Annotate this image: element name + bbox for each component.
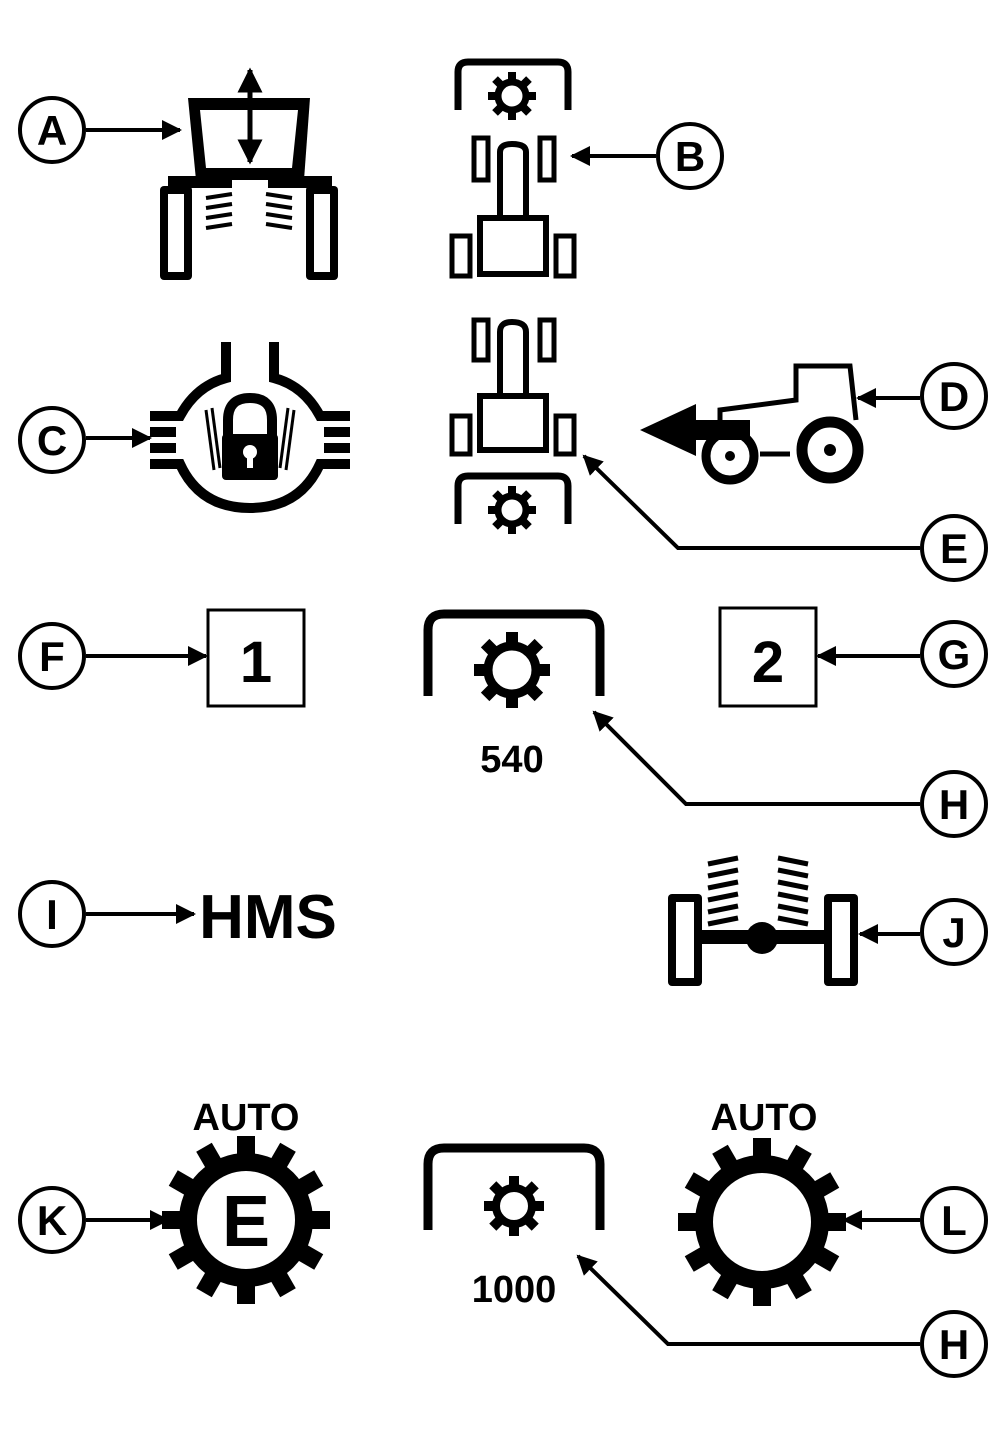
box-2-label: 2	[752, 630, 784, 695]
gear-box-2: 2	[718, 606, 818, 708]
svg-text:H: H	[939, 1321, 969, 1368]
callout-b: B	[656, 122, 724, 190]
svg-text:K: K	[37, 1197, 67, 1244]
callout-d: D	[920, 362, 988, 430]
reverse-tractor-symbol-d	[640, 363, 864, 485]
auto-l-label: AUTO	[711, 1097, 818, 1139]
auto-e-gear-k: AUTO E	[162, 1097, 330, 1304]
hms-label: HMS	[199, 883, 337, 952]
svg-text:L: L	[941, 1197, 967, 1244]
pto-1000-symbol: 1000	[423, 1143, 605, 1311]
auto-gear-l: AUTO	[678, 1097, 846, 1306]
svg-text:C: C	[37, 417, 67, 464]
box-1-label: 1	[240, 630, 272, 695]
arrow-e	[582, 454, 920, 550]
svg-text:H: H	[939, 781, 969, 828]
diff-lock-symbol-c	[150, 342, 350, 514]
svg-text:I: I	[46, 891, 58, 938]
svg-text:E: E	[940, 525, 968, 572]
rear-pto-tractor-b	[449, 58, 577, 279]
callout-a: A	[18, 96, 86, 164]
arrow-h2	[576, 1254, 920, 1346]
callout-f: F	[18, 622, 86, 690]
lift-symbol-a	[160, 67, 338, 280]
gear-box-1: 1	[206, 608, 306, 708]
callout-j: J	[920, 898, 988, 966]
pto-540-symbol: 540	[423, 609, 605, 781]
callout-g: G	[920, 620, 988, 688]
pto-540-label: 540	[480, 739, 543, 781]
front-pto-tractor-e	[449, 317, 577, 534]
callout-i: I	[18, 880, 86, 948]
auto-k-letter: E	[222, 1182, 270, 1262]
callout-c: C	[18, 406, 86, 474]
svg-text:F: F	[39, 633, 65, 680]
auto-k-label: AUTO	[193, 1097, 300, 1139]
svg-text:A: A	[37, 107, 67, 154]
svg-text:J: J	[942, 909, 965, 956]
svg-text:D: D	[939, 373, 969, 420]
svg-text:B: B	[675, 133, 705, 180]
callout-h-1000: H	[920, 1310, 988, 1378]
callout-l: L	[920, 1186, 988, 1254]
axle-symbol-j	[668, 855, 858, 986]
callout-e: E	[920, 514, 988, 582]
callout-h-540: H	[920, 770, 988, 838]
svg-text:G: G	[938, 631, 971, 678]
callout-k: K	[18, 1186, 86, 1254]
pto-1000-label: 1000	[472, 1269, 557, 1311]
arrow-h1	[592, 710, 920, 806]
